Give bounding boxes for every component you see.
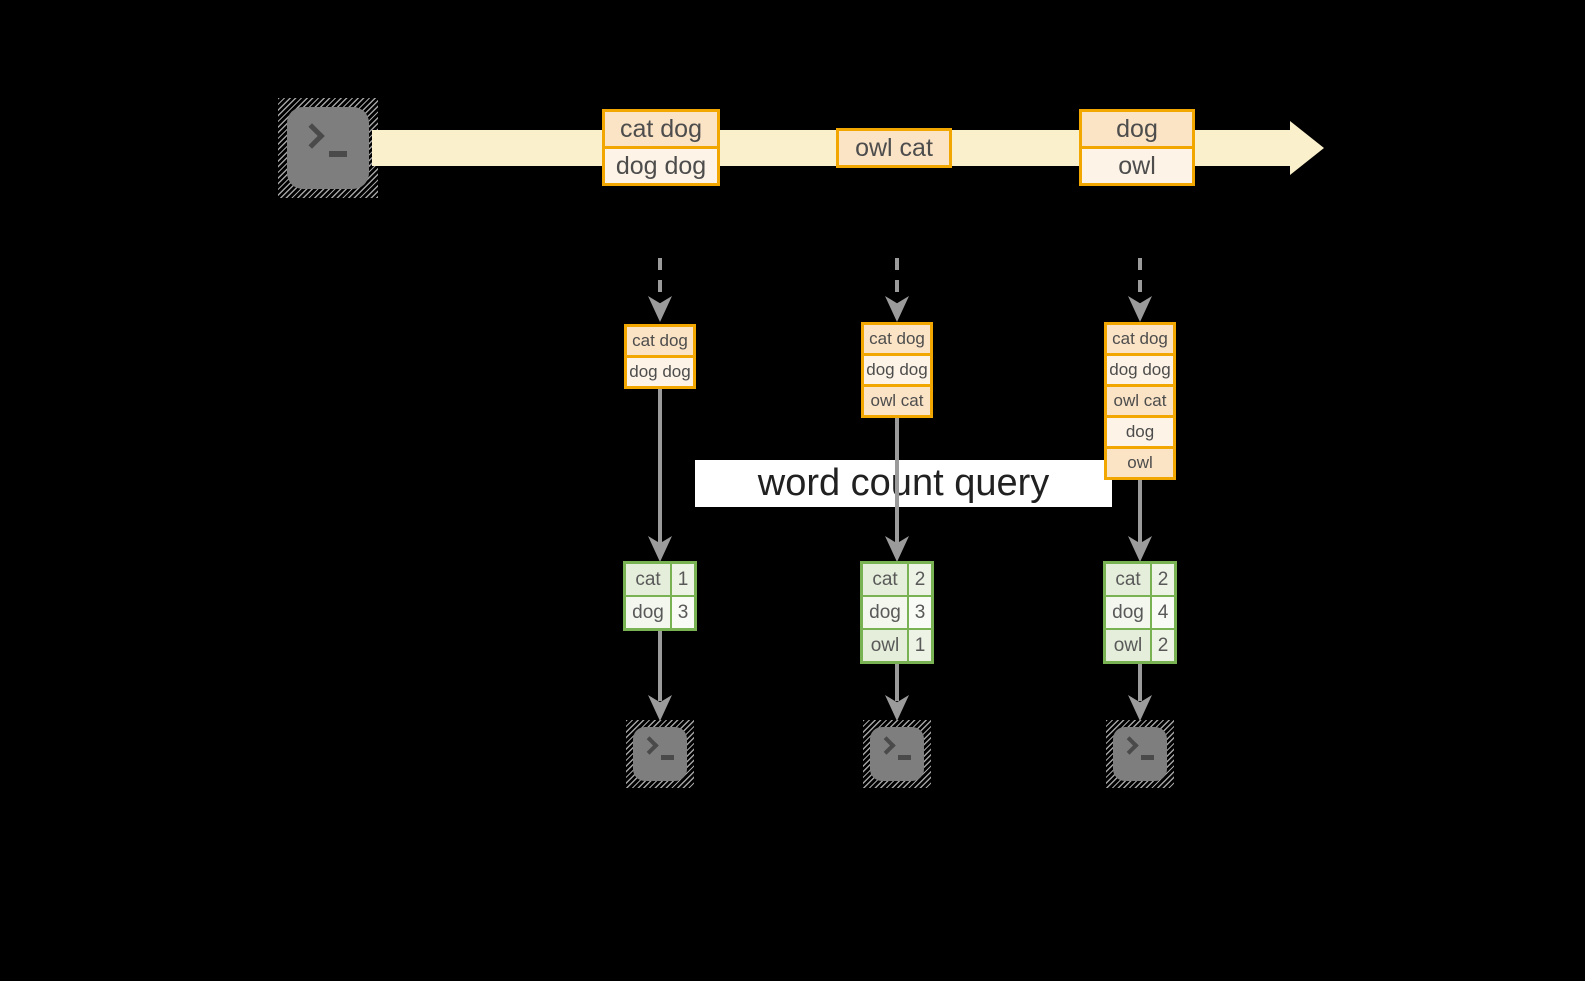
batch-record: cat dog [624,324,696,358]
output-arrow-2 [895,664,899,701]
terminal-body [870,727,924,781]
word-count-table-3: cat 2 dog 4 owl 2 [1103,561,1177,664]
micro-batch-1: cat dog dog dog [624,324,696,389]
word-cell: owl [1106,630,1150,661]
terminal-body [633,727,687,781]
terminal-body [1113,727,1167,781]
prompt-underscore-icon [661,755,674,760]
word-cell: dog [1106,597,1150,628]
count-cell: 1 [672,564,694,595]
count-cell: 2 [1152,630,1174,661]
query-label: word count query [757,462,1050,504]
query-label-box: word count query [695,460,1112,507]
source-terminal-icon [278,98,378,198]
batch-record: dog [1104,415,1176,449]
batch-record: dog dog [1104,353,1176,387]
prompt-underscore-icon [898,755,911,760]
count-cell: 3 [909,597,931,628]
word-cell: cat [1106,564,1150,595]
stream-record-group-2: owl cat [836,128,952,168]
micro-batch-3: cat dog dog dog owl cat dog owl [1104,322,1176,480]
output-arrow-1 [658,631,662,701]
word-cell: dog [626,597,670,628]
terminal-body [287,107,369,189]
count-cell: 4 [1152,597,1174,628]
query-arrow-1 [658,388,662,546]
ingest-dashed-arrow-2 [895,258,899,300]
stream-record: owl [1079,146,1195,186]
stream-record: cat dog [602,109,720,149]
batch-record: cat dog [861,322,933,356]
prompt-chevron-icon [877,736,896,755]
word-cell: cat [626,564,670,595]
word-cell: cat [863,564,907,595]
batch-record: owl cat [1104,384,1176,418]
output-terminal-icon-3 [1106,720,1174,788]
stream-record-group-3: dog owl [1079,109,1195,186]
word-count-table-1: cat 1 dog 3 [623,561,697,631]
prompt-underscore-icon [1141,755,1154,760]
word-cell: dog [863,597,907,628]
stream-record-group-1: cat dog dog dog [602,109,720,186]
ingest-dashed-arrow-3 [1138,258,1142,300]
micro-batch-2: cat dog dog dog owl cat [861,322,933,418]
query-arrow-2 [895,417,899,546]
ingest-dashed-arrow-1 [658,258,662,300]
output-terminal-icon-2 [863,720,931,788]
output-terminal-icon-1 [626,720,694,788]
stream-record: owl cat [836,128,952,168]
prompt-chevron-icon [299,123,325,149]
count-cell: 3 [672,597,694,628]
count-cell: 2 [909,564,931,595]
stream-record: dog dog [602,146,720,186]
stream-arrowhead-icon [1290,121,1324,175]
batch-record: cat dog [1104,322,1176,356]
batch-record: owl [1104,446,1176,480]
batch-record: dog dog [861,353,933,387]
count-cell: 1 [909,630,931,661]
batch-record: owl cat [861,384,933,418]
output-arrow-3 [1138,664,1142,701]
word-count-table-2: cat 2 dog 3 owl 1 [860,561,934,664]
stream-record: dog [1079,109,1195,149]
query-arrow-3 [1138,479,1142,546]
count-cell: 2 [1152,564,1174,595]
batch-record: dog dog [624,355,696,389]
prompt-chevron-icon [640,736,659,755]
prompt-chevron-icon [1120,736,1139,755]
prompt-underscore-icon [329,151,347,157]
word-cell: owl [863,630,907,661]
